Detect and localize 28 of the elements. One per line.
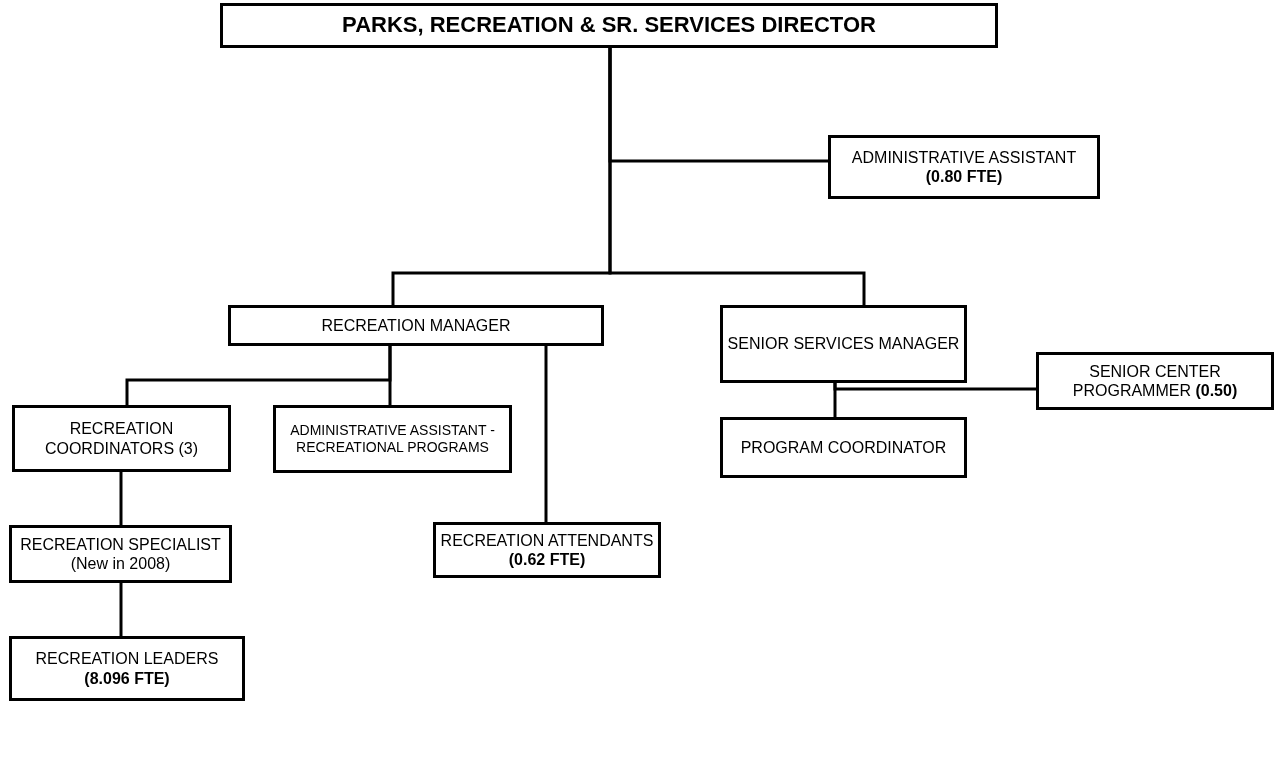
position-title: RECREATION COORDINATORS (3) [43, 419, 200, 458]
position-box [228, 305, 604, 346]
position-box [433, 522, 661, 578]
position-box [1036, 352, 1274, 410]
position-title: RECREATION LEADERS (8.096 FTE) [34, 649, 220, 688]
connector-line [833, 383, 837, 417]
position-box [9, 525, 232, 583]
position-title: PROGRAM COORDINATOR [740, 437, 947, 458]
position-box [12, 405, 231, 472]
position-title: RECREATION SPECIALIST (New in 2008) [19, 534, 222, 574]
position-title: SENIOR CENTER PROGRAMMER (0.50) [1071, 361, 1239, 401]
position-box [828, 135, 1100, 199]
connector-line [119, 472, 123, 525]
connector-line [388, 346, 392, 405]
position-box [720, 305, 967, 383]
position-title: ADMINISTRATIVE ASSISTANT - RECREATIONAL PROGRAMS [289, 422, 496, 456]
position-title: PARKS, RECREATION & SR. SERVICES DIRECTOR [342, 12, 876, 39]
connector-line [544, 346, 548, 522]
connector-line [608, 48, 866, 305]
position-title: SENIOR SERVICES MANAGER [727, 334, 960, 354]
position-box [220, 3, 998, 48]
position-title: ADMINISTRATIVE ASSISTANT (0.80 FTE) [850, 147, 1078, 187]
position-box [720, 417, 967, 478]
position-title: RECREATION MANAGER [321, 315, 511, 336]
position-title: RECREATION ATTENDANTS (0.62 FTE) [440, 530, 654, 570]
connector-line [119, 583, 123, 636]
position-box [9, 636, 245, 701]
position-box [273, 405, 512, 473]
